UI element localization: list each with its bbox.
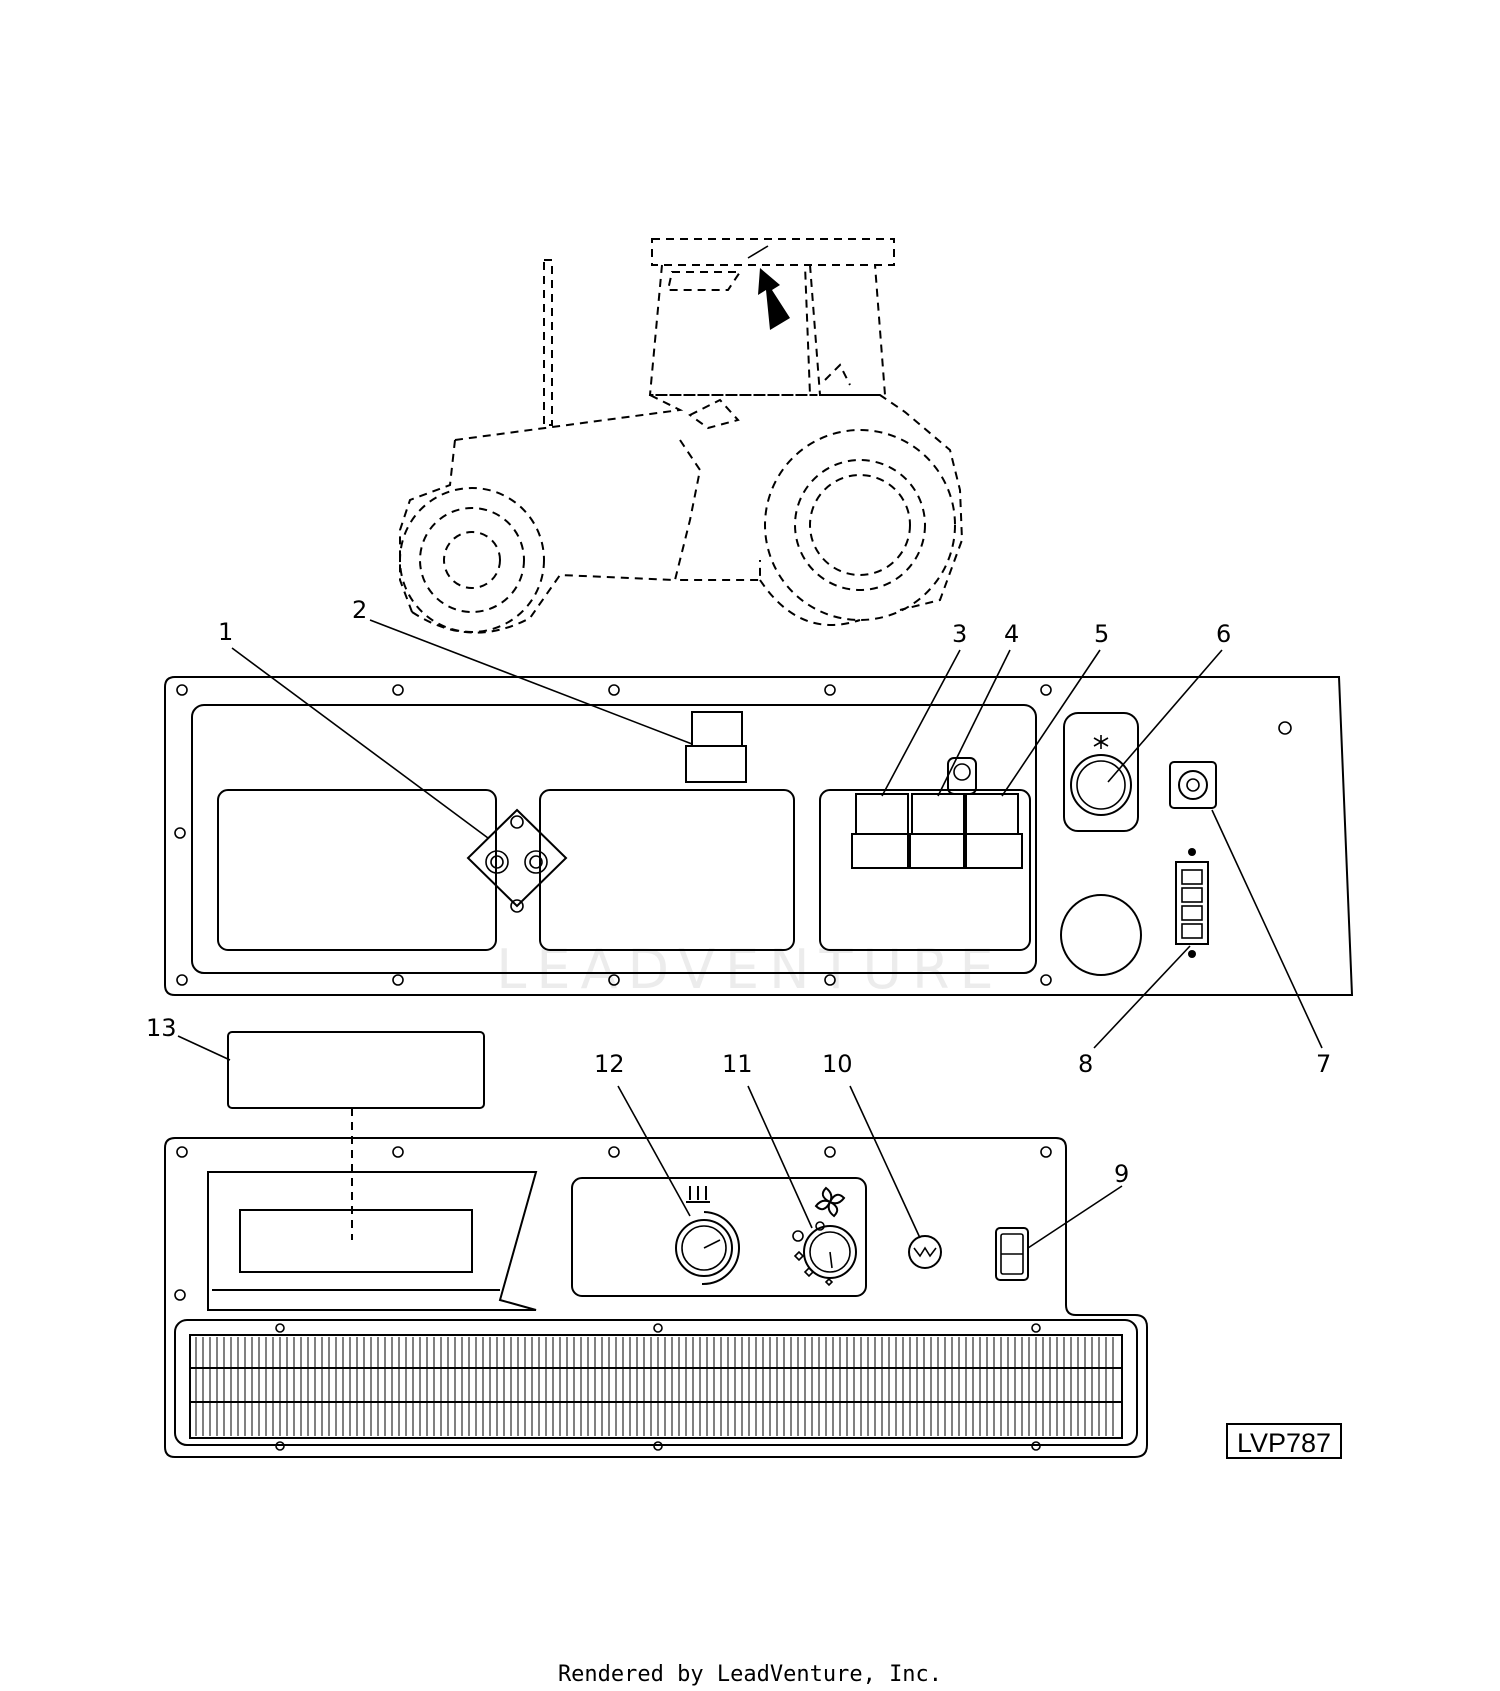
relay-bank-3-4-5 xyxy=(851,757,1023,869)
callout-numbers: 1 2 3 4 5 6 7 8 9 10 11 12 13 xyxy=(146,596,1331,1188)
lower-panel xyxy=(164,1137,1148,1458)
temperature-knob-12 xyxy=(675,1186,740,1286)
round-cutout xyxy=(1060,894,1142,976)
fuse-block-8 xyxy=(1175,848,1209,958)
callout-2: 2 xyxy=(352,596,367,624)
figure-code: LVP787 xyxy=(1237,1428,1331,1458)
rocker-switch-9 xyxy=(995,1227,1029,1281)
watermark-text: LEADVENTURE xyxy=(496,938,1003,1001)
callout-13: 13 xyxy=(146,1014,177,1042)
connector-7 xyxy=(1169,761,1217,809)
rotary-switch-6 xyxy=(1063,712,1139,832)
callout-4: 4 xyxy=(1004,620,1019,648)
callout-5: 5 xyxy=(1094,620,1109,648)
fan-speed-knob-11 xyxy=(792,1186,857,1287)
footer-text: Rendered by LeadVenture, Inc. xyxy=(558,1662,942,1687)
callout-9: 9 xyxy=(1114,1160,1129,1188)
location-arrow xyxy=(747,245,790,330)
callout-12: 12 xyxy=(594,1050,625,1078)
callout-6: 6 xyxy=(1216,620,1231,648)
figure-code-box: LVP787 xyxy=(1226,1423,1342,1459)
callout-10: 10 xyxy=(822,1050,853,1078)
callout-1: 1 xyxy=(218,618,233,646)
callout-8: 8 xyxy=(1078,1050,1093,1078)
tractor-outline xyxy=(399,238,964,634)
callout-7: 7 xyxy=(1316,1050,1331,1078)
callout-11: 11 xyxy=(722,1050,753,1078)
circuit-breaker-1 xyxy=(466,808,568,913)
indicator-lamp-10 xyxy=(908,1235,942,1269)
leader-lines xyxy=(177,619,1323,1249)
upper-panel xyxy=(164,676,1354,996)
label-plate-13 xyxy=(227,1031,485,1240)
relay-2 xyxy=(685,711,747,783)
callout-3: 3 xyxy=(952,620,967,648)
grille-slats xyxy=(195,1337,1114,1436)
